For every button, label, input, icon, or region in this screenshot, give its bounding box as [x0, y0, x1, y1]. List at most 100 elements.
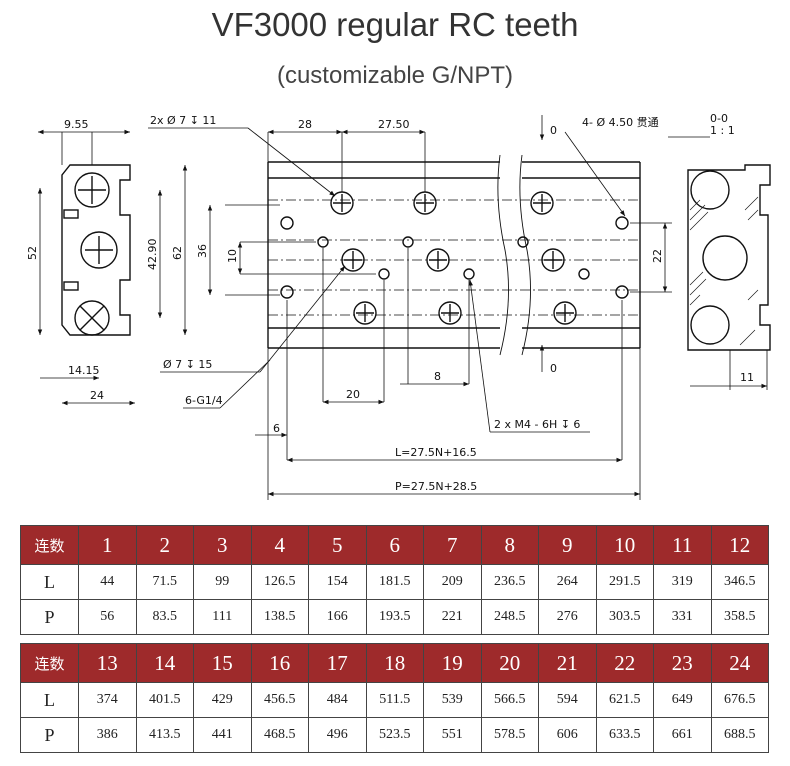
value-cell: 44: [78, 564, 137, 600]
value-cell: 484: [308, 682, 367, 718]
left-end-view: [37, 129, 188, 406]
value-cell: 456.5: [250, 682, 309, 718]
dim-8: 8: [434, 370, 441, 383]
dim-9-55: 9.55: [64, 118, 89, 131]
value-cell: 688.5: [710, 717, 769, 753]
callout-port: 6-G1/4: [185, 394, 223, 407]
value-cell: 126.5: [250, 564, 309, 600]
value-cell: 676.5: [710, 682, 769, 718]
count-cell: 11: [653, 525, 712, 565]
value-cell: 606: [538, 717, 597, 753]
value-cell: 649: [653, 682, 712, 718]
count-cell: 3: [193, 525, 252, 565]
count-cell: 21: [538, 643, 597, 683]
value-cell: 56: [78, 599, 137, 635]
value-cell: 209: [423, 564, 482, 600]
callout-d7-15: Ø 7 ↧ 15: [163, 358, 212, 371]
count-cell: 15: [193, 643, 252, 683]
value-cell: 236.5: [480, 564, 539, 600]
value-cell: 551: [423, 717, 482, 753]
table-header-row: 连数 1 2 3 4 5 6 7 8 9 10 11 12: [20, 525, 769, 565]
value-cell: 181.5: [365, 564, 424, 600]
value-cell: 429: [193, 682, 252, 718]
dim-52: 52: [26, 246, 39, 260]
value-cell: 319: [653, 564, 712, 600]
dim-14-15: 14.15: [68, 364, 100, 377]
value-cell: 496: [308, 717, 367, 753]
count-cell: 7: [423, 525, 482, 565]
count-cell: 6: [365, 525, 424, 565]
count-cell: 17: [308, 643, 367, 683]
count-cell: 1: [78, 525, 137, 565]
page-subtitle: (customizable G/NPT): [276, 62, 514, 89]
length-table-13-24: 连数 13 14 15 16 17 18 19 20 21 22 23 24 L…: [20, 643, 769, 753]
count-cell: 2: [135, 525, 194, 565]
value-cell: 154: [308, 564, 367, 600]
formula-p: P=27.5N+28.5: [395, 480, 477, 493]
value-cell: 303.5: [595, 599, 654, 635]
value-cell: 221: [423, 599, 482, 635]
count-cell: 8: [480, 525, 539, 565]
value-cell: 248.5: [480, 599, 539, 635]
section-view: [668, 136, 771, 390]
count-cell: 14: [135, 643, 194, 683]
header-label: 连数: [20, 643, 79, 683]
value-cell: 539: [423, 682, 482, 718]
value-cell: 621.5: [595, 682, 654, 718]
value-cell: 523.5: [365, 717, 424, 753]
count-cell: 20: [480, 643, 539, 683]
value-cell: 386: [78, 717, 137, 753]
table-row-l: L 44 71.5 99 126.5 154 181.5 209 236.5 2…: [20, 564, 769, 600]
section-scale: 1 : 1: [710, 124, 735, 137]
value-cell: 413.5: [135, 717, 194, 753]
value-cell: 661: [653, 717, 712, 753]
dim-20: 20: [346, 388, 360, 401]
manifold-top-view: [267, 154, 641, 356]
value-cell: 358.5: [710, 599, 769, 635]
count-cell: 5: [308, 525, 367, 565]
row-label: L: [20, 682, 79, 718]
value-cell: 346.5: [710, 564, 769, 600]
value-cell: 111: [193, 599, 252, 635]
count-cell: 19: [423, 643, 482, 683]
dim-22: 22: [651, 249, 664, 263]
value-cell: 441: [193, 717, 252, 753]
length-table-1-12: 连数 1 2 3 4 5 6 7 8 9 10 11 12 L 44 71.5 …: [20, 525, 769, 635]
value-cell: 578.5: [480, 717, 539, 753]
dim-27-50: 27.50: [378, 118, 410, 131]
value-cell: 401.5: [135, 682, 194, 718]
dim-6: 6: [273, 422, 280, 435]
dim-11: 11: [740, 371, 754, 384]
callout-2x-d7: 2x Ø 7 ↧ 11: [150, 114, 216, 127]
dim-28: 28: [298, 118, 312, 131]
value-cell: 633.5: [595, 717, 654, 753]
count-cell: 13: [78, 643, 137, 683]
count-cell: 23: [653, 643, 712, 683]
dim-62: 62: [171, 246, 184, 260]
value-cell: 511.5: [365, 682, 424, 718]
row-label: P: [20, 717, 79, 753]
center-dimension-lines: [148, 115, 672, 500]
value-cell: 83.5: [135, 599, 194, 635]
table-header-row: 连数 13 14 15 16 17 18 19 20 21 22 23 24: [20, 643, 769, 683]
value-cell: 99: [193, 564, 252, 600]
count-cell: 18: [365, 643, 424, 683]
value-cell: 468.5: [250, 717, 309, 753]
dim-42-90: 42.90: [146, 239, 159, 271]
header-label: 连数: [20, 525, 79, 565]
formula-l: L=27.5N+16.5: [395, 446, 477, 459]
value-cell: 374: [78, 682, 137, 718]
row-label: P: [20, 599, 79, 635]
table-row-p: P 56 83.5 111 138.5 166 193.5 221 248.5 …: [20, 599, 769, 635]
value-cell: 193.5: [365, 599, 424, 635]
datum-zero-top: 0: [550, 124, 557, 137]
page-title: VF3000 regular RC teeth: [211, 6, 579, 43]
value-cell: 594: [538, 682, 597, 718]
dim-10: 10: [226, 249, 239, 263]
value-cell: 71.5: [135, 564, 194, 600]
row-label: L: [20, 564, 79, 600]
count-cell: 16: [250, 643, 309, 683]
dim-24: 24: [90, 389, 104, 402]
value-cell: 291.5: [595, 564, 654, 600]
value-cell: 331: [653, 599, 712, 635]
